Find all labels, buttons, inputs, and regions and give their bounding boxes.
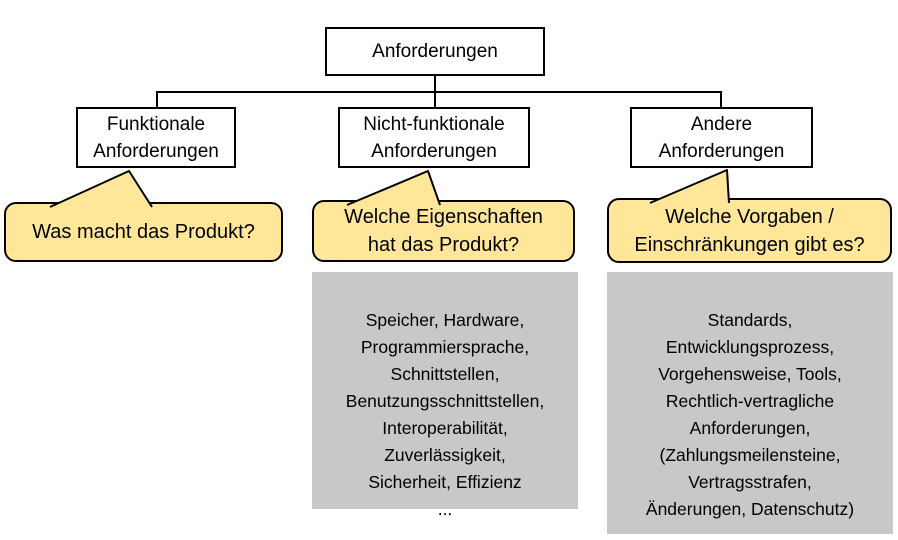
- branch-box-nicht-funktionale: Nicht-funktionale Anforderungen: [338, 107, 530, 168]
- root-box-anforderungen: Anforderungen: [325, 27, 545, 76]
- branch-box-nicht-funktionale-label: Nicht-funktionale Anforderungen: [363, 113, 505, 162]
- details-box-andere-text: Standards, Entwicklungsprozess, Vorgehen…: [645, 310, 855, 540]
- connector-stub-andere: [720, 91, 722, 108]
- branch-box-funktionale-label: Funktionale Anforderungen: [93, 113, 219, 162]
- root-box-label: Anforderungen: [372, 41, 498, 62]
- details-box-andere: Standards, Entwicklungsprozess, Vorgehen…: [607, 272, 893, 540]
- callout-bubble-funktionale: Was macht das Produkt?: [4, 202, 283, 262]
- details-box-nicht-funktionale-text: Speicher, Hardware, Programmiersprache, …: [345, 310, 545, 519]
- callout-bubble-nicht-funktionale-text: Welche Eigenschaften hat das Produkt?: [344, 206, 543, 256]
- branch-box-andere-label: Andere Anforderungen: [658, 113, 785, 162]
- connector-stub-funktionale: [156, 91, 158, 108]
- callout-bubble-andere-text: Welche Vorgaben / Einschränkungen gibt e…: [634, 205, 865, 256]
- callout-bubble-andere: Welche Vorgaben / Einschränkungen gibt e…: [607, 198, 892, 263]
- callout-bubble-funktionale-text: Was macht das Produkt?: [32, 221, 255, 243]
- details-box-nicht-funktionale: Speicher, Hardware, Programmiersprache, …: [312, 272, 578, 519]
- connector-root-vertical: [434, 76, 436, 93]
- callout-bubble-nicht-funktionale: Welche Eigenschaften hat das Produkt?: [312, 200, 575, 262]
- connector-stub-nicht-funktionale: [434, 91, 436, 108]
- branch-box-funktionale: Funktionale Anforderungen: [76, 107, 236, 168]
- connector-horizontal: [156, 91, 722, 93]
- branch-box-andere: Andere Anforderungen: [630, 107, 813, 168]
